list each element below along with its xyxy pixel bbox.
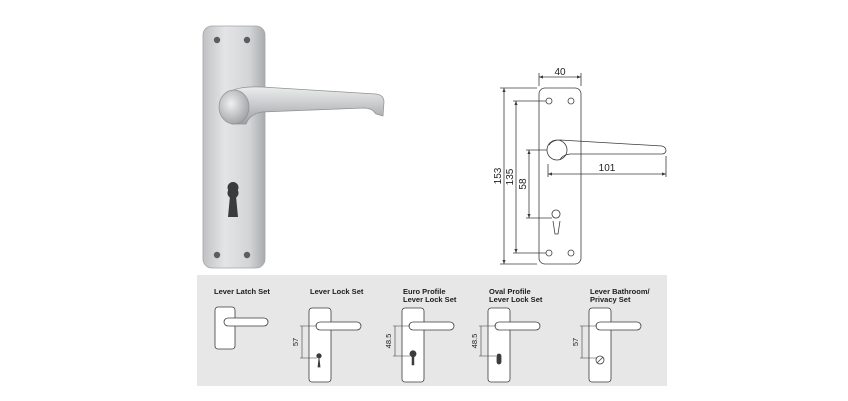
variant-euro-icon	[401, 307, 455, 383]
drawing-rose	[546, 139, 568, 161]
variant-lock-dimension: 57	[291, 338, 300, 346]
variant-title-lock: Lever Lock Set	[310, 287, 364, 296]
rose	[218, 89, 250, 125]
variant-title-bathroom: Lever Bathroom/Privacy Set	[590, 287, 650, 304]
dim-keyhole-centre: 58	[518, 178, 529, 190]
drawing-lever	[548, 139, 667, 161]
variant-oval-icon	[487, 307, 541, 383]
lever	[229, 86, 385, 125]
variant-bathroom-dimension: 57	[571, 338, 580, 346]
technical-drawing: 40 153 135 58 101	[493, 67, 667, 265]
drawing-backplate	[538, 87, 582, 265]
dim-hole-centres: 135	[505, 168, 516, 185]
handle-photo	[202, 25, 385, 269]
variant-euro-dimension: 48.5	[384, 334, 393, 349]
variant-icons: 57 48.5 48.5 57	[214, 306, 642, 383]
variant-latch-icon	[214, 306, 269, 350]
variant-oval-dimension: 48.5	[470, 334, 479, 349]
dim-overall-height: 153	[493, 167, 504, 184]
dim-width: 40	[554, 67, 566, 78]
drawing-keyhole	[551, 209, 561, 235]
variant-bathroom-icon	[588, 307, 642, 383]
backplate	[202, 25, 266, 269]
dim-lever-length: 101	[599, 163, 616, 174]
variant-title-latch: Lever Latch Set	[214, 287, 270, 296]
variant-lock-icon	[308, 307, 362, 383]
